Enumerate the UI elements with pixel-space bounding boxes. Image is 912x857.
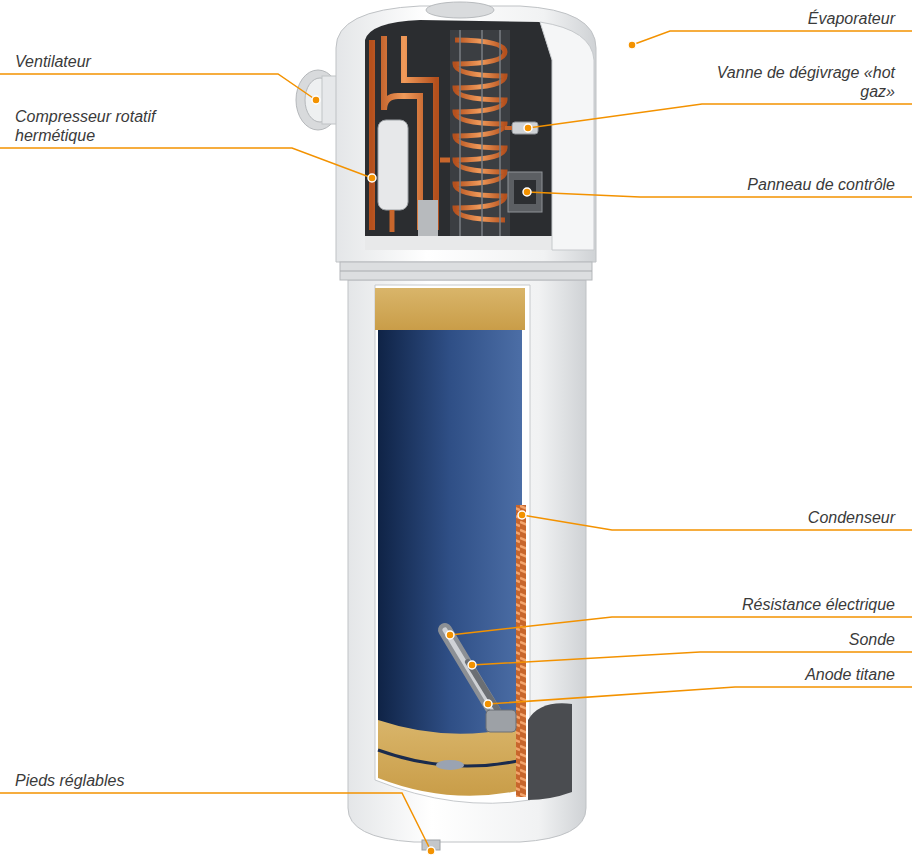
part-label: Pieds réglables bbox=[15, 771, 315, 790]
part-label: Compresseur rotatif hermétique bbox=[15, 107, 205, 145]
part-label: Évaporateur bbox=[675, 9, 895, 28]
part-label: Sonde bbox=[715, 630, 895, 649]
part-label: Ventilateur bbox=[15, 52, 265, 71]
part-label: Condenseur bbox=[635, 508, 895, 527]
part-label: Panneau de contrôle bbox=[655, 175, 895, 194]
part-label: Anode titane bbox=[745, 665, 895, 684]
part-label: Vanne de dégivrage «hot gaz» bbox=[710, 63, 895, 101]
part-label: Résistance électrique bbox=[635, 595, 895, 614]
